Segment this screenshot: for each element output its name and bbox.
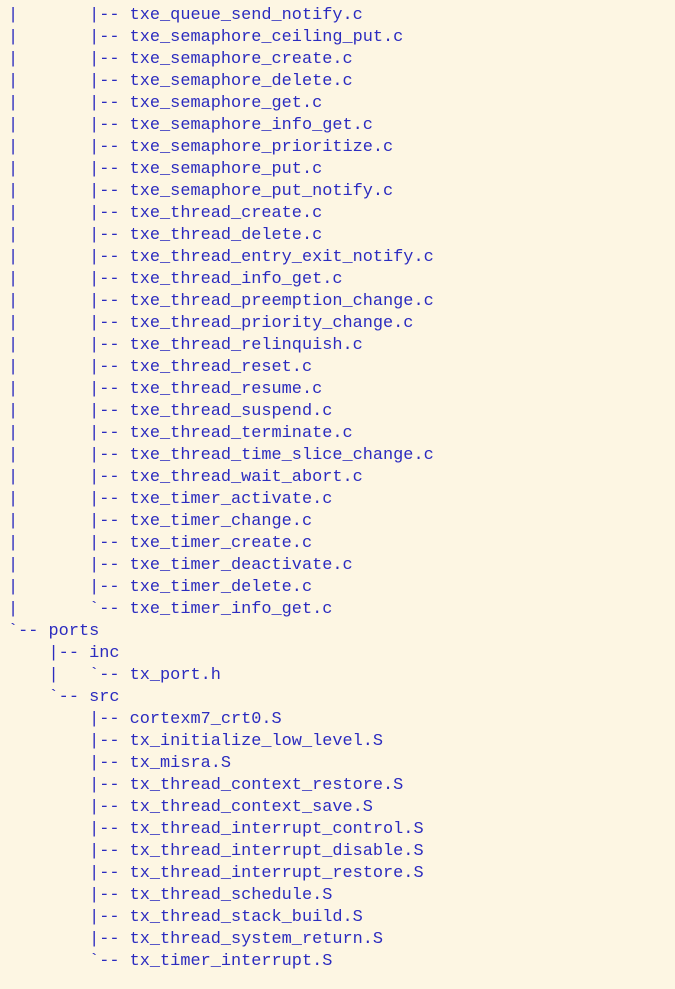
tree-line: | |-- txe_thread_reset.c (8, 358, 313, 377)
tree-line: | |-- txe_thread_wait_abort.c (8, 468, 363, 487)
tree-line: |-- tx_thread_stack_build.S (8, 908, 363, 927)
tree-line: | |-- txe_thread_terminate.c (8, 424, 353, 443)
tree-line: | |-- txe_semaphore_put.c (8, 160, 323, 179)
tree-line: |-- inc (8, 644, 120, 663)
tree-line: | |-- txe_semaphore_ceiling_put.c (8, 28, 404, 47)
tree-line: | |-- txe_thread_priority_change.c (8, 314, 414, 333)
tree-line: | |-- txe_thread_time_slice_change.c (8, 446, 434, 465)
tree-line: | |-- txe_semaphore_delete.c (8, 72, 353, 91)
tree-line: |-- tx_thread_interrupt_restore.S (8, 864, 424, 883)
tree-line: | |-- txe_thread_resume.c (8, 380, 323, 399)
tree-line: | |-- txe_semaphore_put_notify.c (8, 182, 394, 201)
tree-line: | `-- tx_port.h (8, 666, 221, 685)
tree-line: | |-- txe_thread_relinquish.c (8, 336, 363, 355)
tree-line: |-- tx_initialize_low_level.S (8, 732, 384, 751)
tree-line: | |-- txe_timer_create.c (8, 534, 313, 553)
tree-line: | |-- txe_thread_preemption_change.c (8, 292, 434, 311)
tree-line: |-- tx_thread_context_save.S (8, 798, 373, 817)
tree-line: |-- tx_misra.S (8, 754, 231, 773)
tree-line: `-- ports (8, 622, 100, 641)
tree-line: | |-- txe_timer_activate.c (8, 490, 333, 509)
tree-line: |-- cortexm7_crt0.S (8, 710, 282, 729)
tree-line: | |-- txe_thread_create.c (8, 204, 323, 223)
tree-line: | |-- txe_semaphore_info_get.c (8, 116, 373, 135)
tree-line: `-- src (8, 688, 120, 707)
tree-line: |-- tx_thread_interrupt_control.S (8, 820, 424, 839)
tree-line: | |-- txe_semaphore_prioritize.c (8, 138, 394, 157)
tree-line: | |-- txe_timer_deactivate.c (8, 556, 353, 575)
tree-line: | |-- txe_thread_delete.c (8, 226, 323, 245)
tree-line: | |-- txe_thread_suspend.c (8, 402, 333, 421)
tree-line: | `-- txe_timer_info_get.c (8, 600, 333, 619)
tree-line: `-- tx_timer_interrupt.S (8, 952, 333, 971)
tree-line: |-- tx_thread_context_restore.S (8, 776, 404, 795)
tree-line: | |-- txe_queue_send_notify.c (8, 6, 363, 25)
tree-line: | |-- txe_thread_info_get.c (8, 270, 343, 289)
tree-line: | |-- txe_semaphore_get.c (8, 94, 323, 113)
tree-line: |-- tx_thread_system_return.S (8, 930, 384, 949)
tree-line: | |-- txe_semaphore_create.c (8, 50, 353, 69)
tree-line: | |-- txe_thread_entry_exit_notify.c (8, 248, 434, 267)
tree-line: | |-- txe_timer_delete.c (8, 578, 313, 597)
tree-line: |-- tx_thread_schedule.S (8, 886, 333, 905)
tree-line: | |-- txe_timer_change.c (8, 512, 313, 531)
tree-line: |-- tx_thread_interrupt_disable.S (8, 842, 424, 861)
